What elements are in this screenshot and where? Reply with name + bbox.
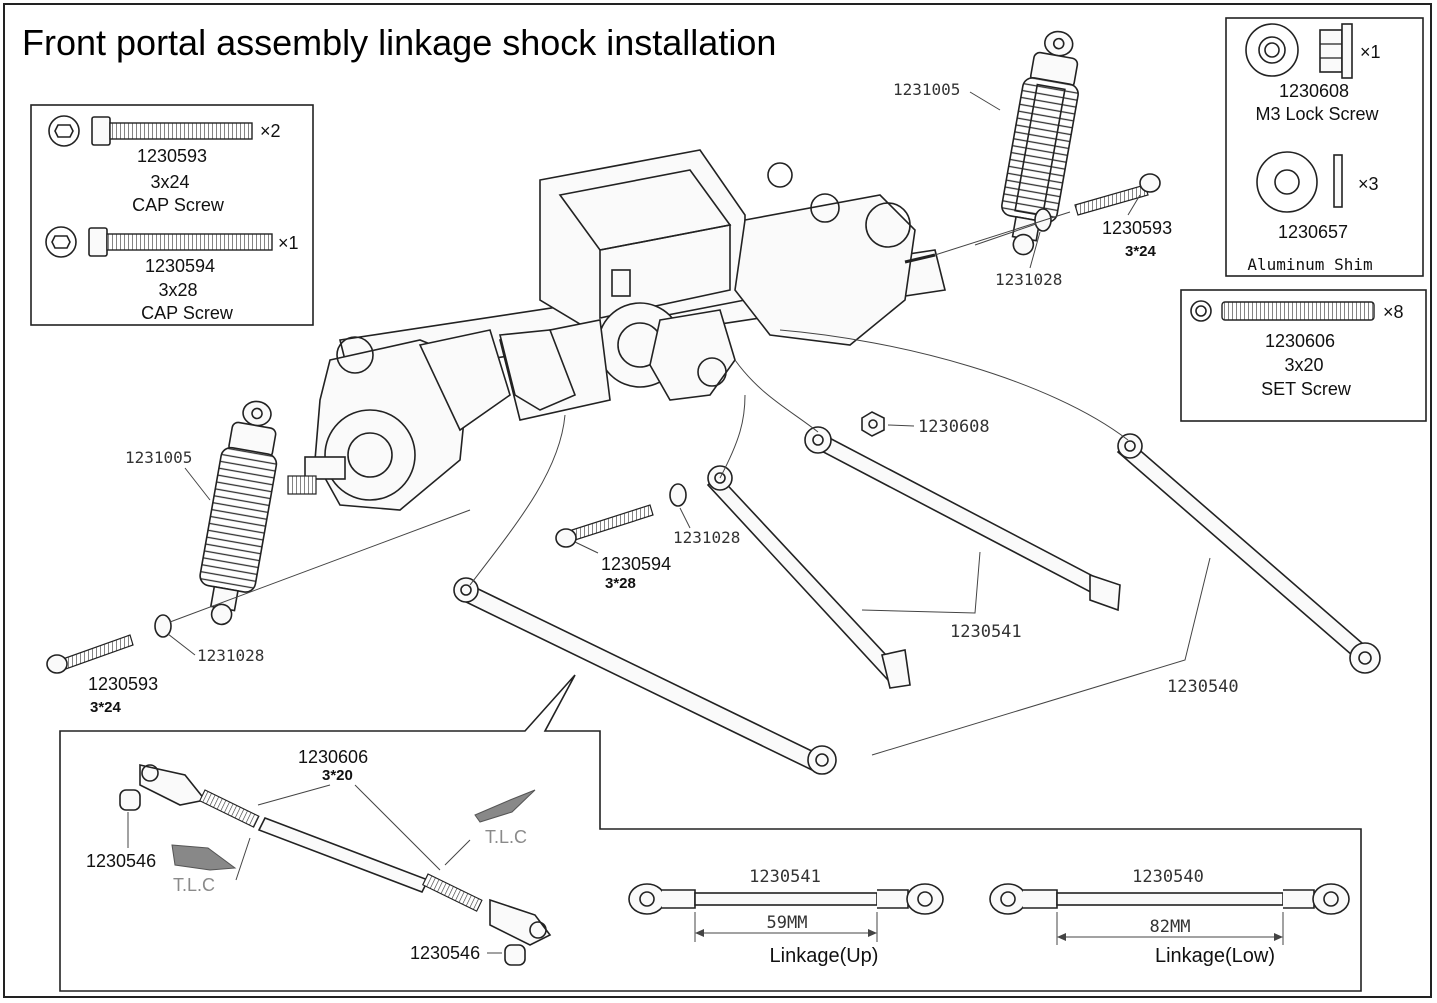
screw-right-icon: [1074, 173, 1161, 216]
hardware-box-left: ×2 1230593 3x24 CAP Screw ×1 1230594 3x2…: [30, 104, 314, 326]
nut-part: 1230608: [1279, 81, 1349, 101]
set-screw-icon: [1190, 300, 1375, 322]
linkage-up-length: 59MM: [767, 913, 808, 933]
diagram-frame: [3, 3, 1432, 998]
shim-qty: ×3: [1358, 174, 1379, 194]
lock-nut-icon: [1245, 23, 1353, 79]
screw2-size: 3x28: [158, 280, 197, 300]
detail-ball-top-icon: [119, 789, 141, 811]
hardware-box-right-mid: ×8 1230606 3x20 SET Screw: [1180, 289, 1427, 422]
callout-link-up: 1230541: [950, 622, 1022, 642]
cap-screw-3x28-icon: [45, 226, 273, 258]
linkage-low-length: 82MM: [1150, 917, 1191, 937]
nut-mid-icon: [861, 411, 885, 437]
screw1-qty: ×2: [260, 121, 281, 141]
detail-rod-end-bottom: [489, 898, 552, 946]
link-detail-box: T.L.C T.L.C 1230606 3*20 1230546 1230546…: [59, 674, 1362, 992]
portal-axle-assembly: [287, 149, 946, 511]
callout-screw-left-size: 3*24: [90, 699, 122, 716]
screw2-qty: ×1: [278, 233, 299, 253]
set-screw-name: SET Screw: [1261, 379, 1352, 399]
callout-shim-left: 1231028: [197, 646, 264, 665]
shim-left-icon: [154, 614, 172, 638]
callout-screw-right: 1230593: [1102, 218, 1172, 238]
hardware-box-right-top: ×1 1230608 M3 Lock Screw ×3 1230657 Alum…: [1225, 17, 1424, 277]
detail-set-screw-size: 3*20: [322, 767, 353, 784]
nut-name: M3 Lock Screw: [1255, 104, 1379, 124]
callout-screw-right-size: 3*24: [1125, 243, 1157, 260]
set-screw-qty: ×8: [1383, 302, 1404, 322]
screw2-name: CAP Screw: [141, 303, 234, 323]
shim-part: 1230657: [1278, 222, 1348, 242]
screw1-size: 3x24: [150, 172, 189, 192]
link-rod-4: [1116, 433, 1381, 674]
screw2-part: 1230594: [145, 256, 215, 276]
link-rod-3: [804, 426, 1121, 612]
callout-screw-left: 1230593: [88, 674, 158, 694]
callout-screw-mid-size: 3*28: [605, 575, 636, 592]
tlc-bottle-left-icon: [171, 844, 237, 871]
detail-ball-top: 1230546: [86, 851, 156, 871]
callout-shock-left: 1231005: [125, 448, 192, 467]
callout-shim-right: 1231028: [995, 270, 1062, 289]
page-title: Front portal assembly linkage shock inst…: [22, 22, 776, 63]
callout-screw-mid: 1230594: [601, 554, 671, 574]
callout-nut-mid: 1230608: [918, 417, 990, 437]
callout-shim-mid: 1231028: [673, 528, 740, 547]
aluminum-shim-icon: [1256, 151, 1343, 213]
shim-mid-icon: [669, 483, 687, 507]
set-screw-size: 3x20: [1284, 355, 1323, 375]
set-screw-part: 1230606: [1265, 331, 1335, 351]
screw-mid-icon: [555, 504, 654, 548]
nut-qty: ×1: [1360, 42, 1381, 62]
linkage-low-part: 1230540: [1132, 867, 1204, 887]
linkage-up-label: Linkage(Up): [770, 945, 879, 967]
callout-link-low: 1230540: [1167, 677, 1239, 697]
detail-tlc-left: T.L.C: [173, 875, 215, 895]
linkage-up-drawing: [628, 883, 944, 942]
shim-right-icon: [1034, 208, 1052, 232]
detail-set-screw: 1230606: [298, 747, 368, 767]
shim-name: Aluminum Shim: [1247, 255, 1372, 274]
linkage-low-drawing: [989, 883, 1350, 945]
linkage-low-label: Linkage(Low): [1155, 945, 1275, 967]
tlc-bottle-right-icon: [474, 789, 536, 823]
screw1-part: 1230593: [137, 146, 207, 166]
screw1-name: CAP Screw: [132, 195, 225, 215]
screw-left-icon: [46, 634, 134, 674]
shock-left: [199, 400, 278, 626]
cap-screw-3x24-icon: [48, 115, 253, 147]
callout-shock-right: 1231005: [893, 80, 960, 99]
detail-ball-bottom-icon: [504, 944, 526, 966]
link-rod-1: [453, 577, 837, 775]
shock-right: [1001, 30, 1079, 256]
link-rod-2: [706, 465, 911, 689]
detail-rod-end-top: [139, 764, 207, 806]
linkage-up-part: 1230541: [749, 867, 821, 887]
detail-tlc-right: T.L.C: [485, 827, 527, 847]
detail-ball-bottom: 1230546: [410, 943, 480, 963]
